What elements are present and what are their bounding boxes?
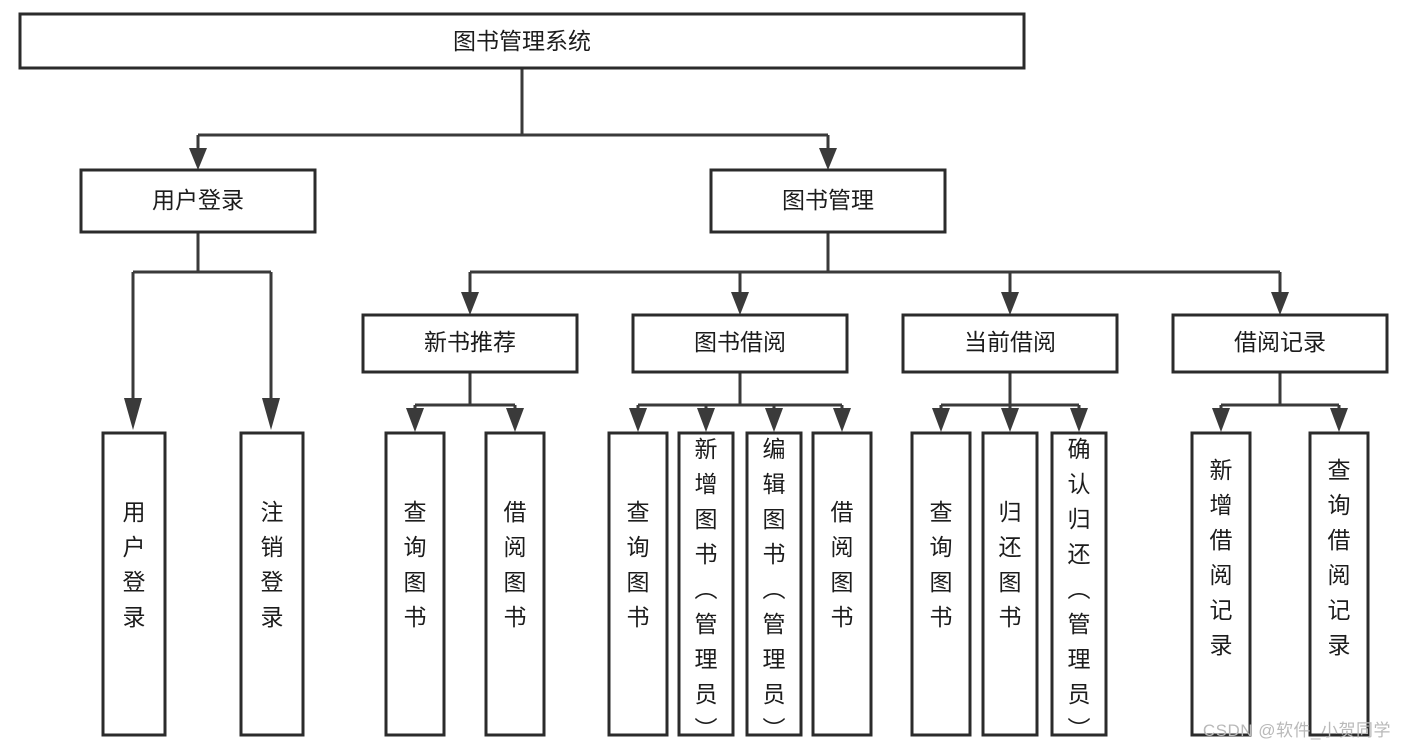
arrowhead-leaf-add-record <box>1212 408 1230 432</box>
node-root[interactable]: 图书管理系统 <box>18 12 1026 70</box>
node-leaf-confirm-return-box[interactable] <box>1050 431 1108 737</box>
node-leaf-query-book-2-box[interactable] <box>607 431 669 737</box>
arrowhead-leaf-borrow-book-2 <box>833 408 851 432</box>
node-leaf-return-book-label: 归还图书 <box>999 499 1022 630</box>
node-book-borrow-label: 图书借阅 <box>694 329 786 355</box>
arrowhead-user-login <box>189 148 207 170</box>
node-leaf-query-book-1[interactable]: 查询图书 <box>384 431 446 737</box>
node-new-book-rec-box[interactable] <box>361 313 579 374</box>
node-root-label: 图书管理系统 <box>453 28 591 54</box>
node-borrow-record[interactable]: 借阅记录 <box>1171 313 1389 374</box>
node-leaf-return-book-box[interactable] <box>981 431 1039 737</box>
arrowhead-leaf-return-book <box>1001 408 1019 432</box>
node-current-borrow-box[interactable] <box>901 313 1119 374</box>
node-leaf-query-book-3[interactable]: 查询图书 <box>910 431 972 737</box>
node-leaf-query-book-3-box[interactable] <box>910 431 972 737</box>
node-leaf-query-record-label: 查询借阅记录 <box>1328 457 1351 658</box>
node-user-login-label: 用户登录 <box>152 187 244 213</box>
node-book-manage-box[interactable] <box>709 168 947 234</box>
node-leaf-query-book-2-label: 查询图书 <box>627 499 650 630</box>
node-leaf-user-login[interactable]: 用户登录 <box>101 431 167 737</box>
node-leaf-edit-book-box[interactable] <box>745 431 803 737</box>
node-leaf-return-book[interactable]: 归还图书 <box>981 431 1039 737</box>
node-leaf-borrow-book-1-box[interactable] <box>484 431 546 737</box>
csdn-watermark: CSDN @软件_小贺同学 <box>1202 721 1391 740</box>
node-book-manage[interactable]: 图书管理 <box>709 168 947 234</box>
node-leaf-query-record[interactable]: 查询借阅记录 <box>1308 431 1370 737</box>
node-root-box[interactable] <box>18 12 1026 70</box>
node-leaf-borrow-book-2-box[interactable] <box>811 431 873 737</box>
node-leaf-add-record[interactable]: 新增借阅记录 <box>1190 431 1252 737</box>
node-current-borrow[interactable]: 当前借阅 <box>901 313 1119 374</box>
node-leaf-borrow-book-2[interactable]: 借阅图书 <box>811 431 873 737</box>
arrowhead-book-manage <box>819 148 837 170</box>
node-user-login[interactable]: 用户登录 <box>79 168 317 234</box>
arrowhead-leaf-borrow-book-1 <box>506 408 524 432</box>
node-leaf-query-book-2[interactable]: 查询图书 <box>607 431 669 737</box>
node-leaf-confirm-return-label: 确认归还︵管理员︶ <box>1068 436 1091 742</box>
node-leaf-user-login-box[interactable] <box>101 431 167 737</box>
node-leaf-query-book-3-label: 查询图书 <box>930 499 953 630</box>
arrowhead-leaf-confirm-return <box>1070 408 1088 432</box>
node-borrow-record-box[interactable] <box>1171 313 1389 374</box>
node-leaf-query-record-box[interactable] <box>1308 431 1370 737</box>
arrowhead-leaf-user-login <box>124 398 142 430</box>
arrowhead-leaf-query-book-1 <box>406 408 424 432</box>
arrowhead-leaf-edit-book <box>765 408 783 432</box>
arrowhead-leaf-query-record <box>1330 408 1348 432</box>
node-leaf-logout-box[interactable] <box>239 431 305 737</box>
node-book-borrow[interactable]: 图书借阅 <box>631 313 849 374</box>
node-leaf-logout-label: 注销登录 <box>261 499 284 630</box>
node-leaf-edit-book[interactable]: 编辑图书︵管理员︶ <box>745 431 803 742</box>
node-leaf-query-book-1-label: 查询图书 <box>404 499 427 630</box>
node-leaf-add-record-label: 新增借阅记录 <box>1210 457 1233 658</box>
node-leaf-add-book[interactable]: 新增图书︵管理员︶ <box>677 431 735 742</box>
connector-layer <box>124 68 1348 432</box>
arrowhead-leaf-add-book <box>697 408 715 432</box>
node-borrow-record-label: 借阅记录 <box>1234 329 1326 355</box>
node-user-login-box[interactable] <box>79 168 317 234</box>
arrowhead-new-book-rec <box>461 292 479 315</box>
node-leaf-add-record-box[interactable] <box>1190 431 1252 737</box>
node-leaf-logout[interactable]: 注销登录 <box>239 431 305 737</box>
arrowhead-leaf-query-book-2 <box>629 408 647 432</box>
arrowhead-book-borrow <box>731 292 749 315</box>
node-leaf-borrow-book-1-label: 借阅图书 <box>504 499 527 630</box>
node-leaf-edit-book-label: 编辑图书︵管理员︶ <box>763 436 786 742</box>
node-leaf-confirm-return[interactable]: 确认归还︵管理员︶ <box>1050 431 1108 742</box>
node-leaf-borrow-book-1[interactable]: 借阅图书 <box>484 431 546 737</box>
node-current-borrow-label: 当前借阅 <box>964 329 1056 355</box>
arrowhead-current-borrow <box>1001 292 1019 315</box>
node-leaf-add-book-label: 新增图书︵管理员︶ <box>695 436 718 742</box>
node-leaf-query-book-1-box[interactable] <box>384 431 446 737</box>
arrowhead-leaf-logout <box>262 398 280 430</box>
node-book-manage-label: 图书管理 <box>782 187 874 213</box>
node-new-book-rec-label: 新书推荐 <box>424 329 516 355</box>
node-new-book-rec[interactable]: 新书推荐 <box>361 313 579 374</box>
node-book-borrow-box[interactable] <box>631 313 849 374</box>
arrowhead-borrow-record <box>1271 292 1289 315</box>
node-leaf-user-login-label: 用户登录 <box>123 499 146 630</box>
node-leaf-borrow-book-2-label: 借阅图书 <box>831 499 854 630</box>
arrowhead-leaf-query-book-3 <box>932 408 950 432</box>
node-leaf-add-book-box[interactable] <box>677 431 735 737</box>
